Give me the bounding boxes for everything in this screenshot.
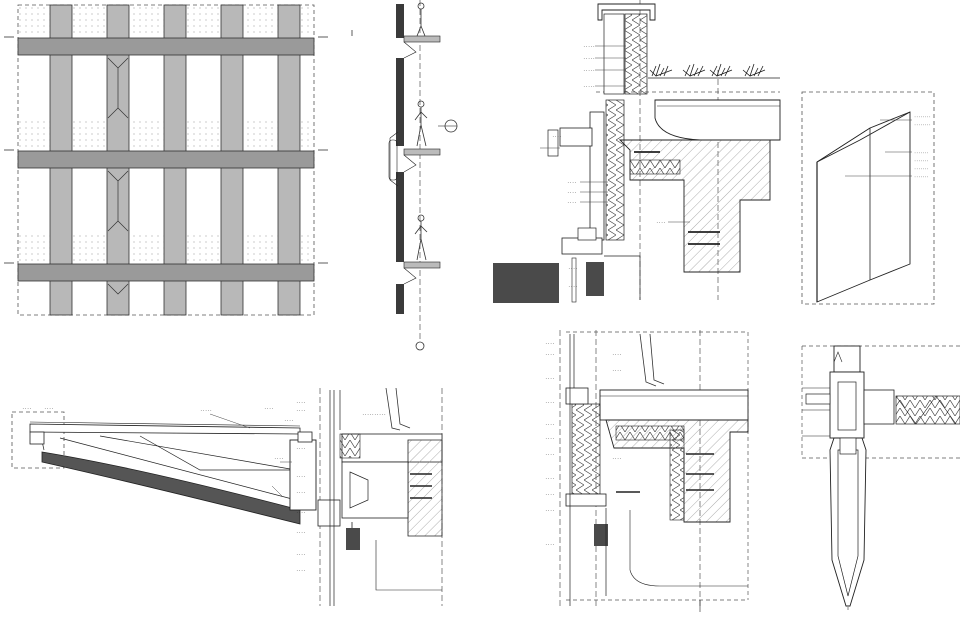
svg-text:····: ···· (545, 508, 555, 513)
svg-text:····: ···· (545, 400, 555, 405)
svg-text:····: ···· (545, 376, 555, 381)
svg-text:····: ···· (545, 452, 555, 457)
svg-text:····: ···· (545, 542, 555, 547)
svg-text:····: ···· (612, 456, 622, 461)
svg-text:····: ···· (656, 220, 666, 225)
svg-text:·······: ······· (914, 175, 929, 179)
plant-icon (649, 63, 766, 77)
svg-text:····: ···· (296, 446, 306, 451)
svg-text:····: ···· (545, 352, 555, 357)
svg-text:····: ···· (296, 490, 306, 495)
svg-text:····: ···· (568, 284, 578, 289)
svg-text:·······: ······· (914, 167, 929, 171)
floor-edge-section: ···· ···· ···· ···· ···· ···· ···· ···· ···· ·… (545, 330, 749, 612)
svg-text:····: ···· (296, 510, 306, 515)
human-figure-icon (414, 2, 428, 261)
mullion-plan-detail (801, 345, 960, 610)
svg-text:····: ···· (545, 341, 555, 346)
svg-text:····: ···· (264, 406, 274, 411)
svg-text:····: ···· (567, 180, 577, 185)
svg-text:····: ···· (296, 408, 306, 413)
svg-text:·····: ····· (583, 56, 595, 61)
svg-text:····: ···· (44, 406, 54, 411)
svg-text:····: ···· (552, 134, 562, 139)
grid-bubble-icon (415, 119, 458, 351)
svg-text:····: ···· (284, 418, 294, 423)
svg-text:····: ···· (296, 568, 306, 573)
svg-text:····: ···· (296, 530, 306, 535)
svg-text:····: ···· (545, 492, 555, 497)
svg-text:····: ···· (22, 406, 32, 411)
svg-text:·····: ····· (583, 44, 595, 49)
human-figure-icon (385, 387, 411, 431)
svg-text:····: ···· (545, 476, 555, 481)
svg-text:·····: ····· (583, 68, 595, 73)
svg-text:··········: ·········· (362, 412, 386, 417)
parapet-green-roof-section: ····· ····· ····· ····· ···· ···· ···· ···· ··… (493, 0, 781, 303)
svg-text:····: ···· (568, 266, 578, 271)
svg-text:········: ········ (914, 123, 931, 127)
svg-text:····: ···· (545, 422, 555, 427)
svg-text:····: ···· (612, 368, 622, 373)
svg-text:····: ···· (567, 200, 577, 205)
facade-elevation (4, 4, 353, 316)
svg-text:····: ···· (296, 400, 306, 405)
svg-text:·····: ····· (200, 408, 212, 413)
svg-text:·······: ······· (914, 159, 929, 163)
fin-panel-axonometric: ········ ········ ······· ······· ······· ·… (801, 91, 935, 305)
facade-section-strip (388, 0, 458, 351)
svg-text:····: ···· (274, 456, 284, 461)
svg-text:····: ···· (567, 190, 577, 195)
svg-text:·····: ····· (583, 84, 595, 89)
svg-text:·······: ······· (914, 151, 929, 155)
canopy-section: ············· ············ ············ … (11, 387, 443, 606)
svg-text:····: ···· (296, 474, 306, 479)
svg-text:····: ···· (612, 352, 622, 357)
svg-text:····: ···· (296, 552, 306, 557)
svg-text:····: ···· (545, 436, 555, 441)
human-figure-icon (639, 333, 665, 387)
svg-text:········: ········ (914, 115, 931, 119)
